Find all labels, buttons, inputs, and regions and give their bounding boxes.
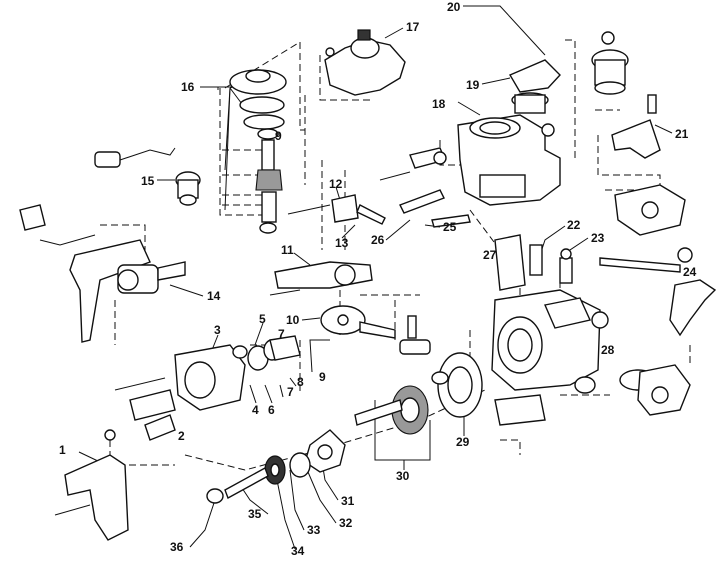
- callout-10: 10: [286, 313, 300, 327]
- part-pump-housing: [491, 289, 609, 426]
- part-cold-start-plunger: [320, 305, 431, 355]
- callout-25: 25: [443, 220, 457, 234]
- callout-1: 1: [59, 443, 66, 457]
- callout-7-lower: 7: [287, 385, 294, 399]
- part-fuel-cut-solenoid: [94, 147, 201, 206]
- callout-20: 20: [447, 0, 461, 14]
- part-governor-cover: [324, 29, 406, 96]
- callout-35: 35: [248, 507, 262, 521]
- callout-11: 11: [281, 243, 294, 257]
- part-governor-lever: [269, 261, 373, 296]
- part-cam-plate: [354, 385, 429, 435]
- callout-26: 26: [371, 233, 385, 247]
- callout-labels: 1 2 3 4 5 6 7 7 8 9 9 10 11 12 13 14 15 …: [59, 0, 697, 558]
- callout-34: 34: [291, 544, 305, 558]
- callout-12: 12: [329, 177, 343, 191]
- callout-27: 27: [483, 248, 497, 262]
- callout-2: 2: [178, 429, 185, 443]
- callout-22: 22: [567, 218, 581, 232]
- callout-19: 19: [466, 78, 480, 92]
- callout-17: 17: [406, 20, 420, 34]
- part-diaphragm-stack: [229, 69, 287, 234]
- callout-36: 36: [170, 540, 184, 554]
- callout-24: 24: [683, 265, 697, 279]
- part-governor-housing: [457, 114, 561, 206]
- callout-18: 18: [432, 97, 446, 111]
- part-overflow-pipe: [599, 247, 717, 337]
- callout-33: 33: [307, 523, 321, 537]
- part-pump-bracket: [54, 429, 129, 541]
- callout-30: 30: [396, 469, 410, 483]
- part-right-bracket: [611, 94, 661, 159]
- part-stop-clip: [287, 194, 386, 225]
- part-timer-cover: [574, 364, 691, 416]
- callout-3: 3: [214, 323, 221, 337]
- callout-16: 16: [181, 80, 195, 94]
- part-boost-compensator: [508, 31, 629, 114]
- callout-13: 13: [335, 236, 349, 250]
- callout-14: 14: [207, 289, 221, 303]
- callout-23: 23: [591, 231, 605, 245]
- part-cam-disc: [431, 352, 483, 418]
- part-load-sensor: [614, 184, 686, 236]
- callout-15: 15: [141, 174, 155, 188]
- part-delivery-valve: [379, 147, 471, 228]
- part-feed-pump: [114, 344, 246, 441]
- callout-7-upper: 7: [278, 327, 285, 341]
- callout-29: 29: [456, 435, 470, 449]
- part-drive-shaft-set: [206, 429, 346, 504]
- callout-9-lower: 9: [319, 370, 326, 384]
- callout-28: 28: [601, 343, 615, 357]
- callout-32: 32: [339, 516, 353, 530]
- parts: [19, 29, 717, 541]
- callout-21: 21: [675, 127, 689, 141]
- callout-9-upper: 9: [275, 129, 282, 143]
- part-vane-set: [232, 335, 301, 371]
- callout-5: 5: [259, 312, 266, 326]
- callout-6: 6: [268, 403, 275, 417]
- part-timer-control-valve: [494, 234, 573, 291]
- callout-31: 31: [341, 494, 355, 508]
- callout-8: 8: [297, 375, 304, 389]
- callout-4: 4: [252, 403, 259, 417]
- part-actuator-bracket: [19, 204, 186, 343]
